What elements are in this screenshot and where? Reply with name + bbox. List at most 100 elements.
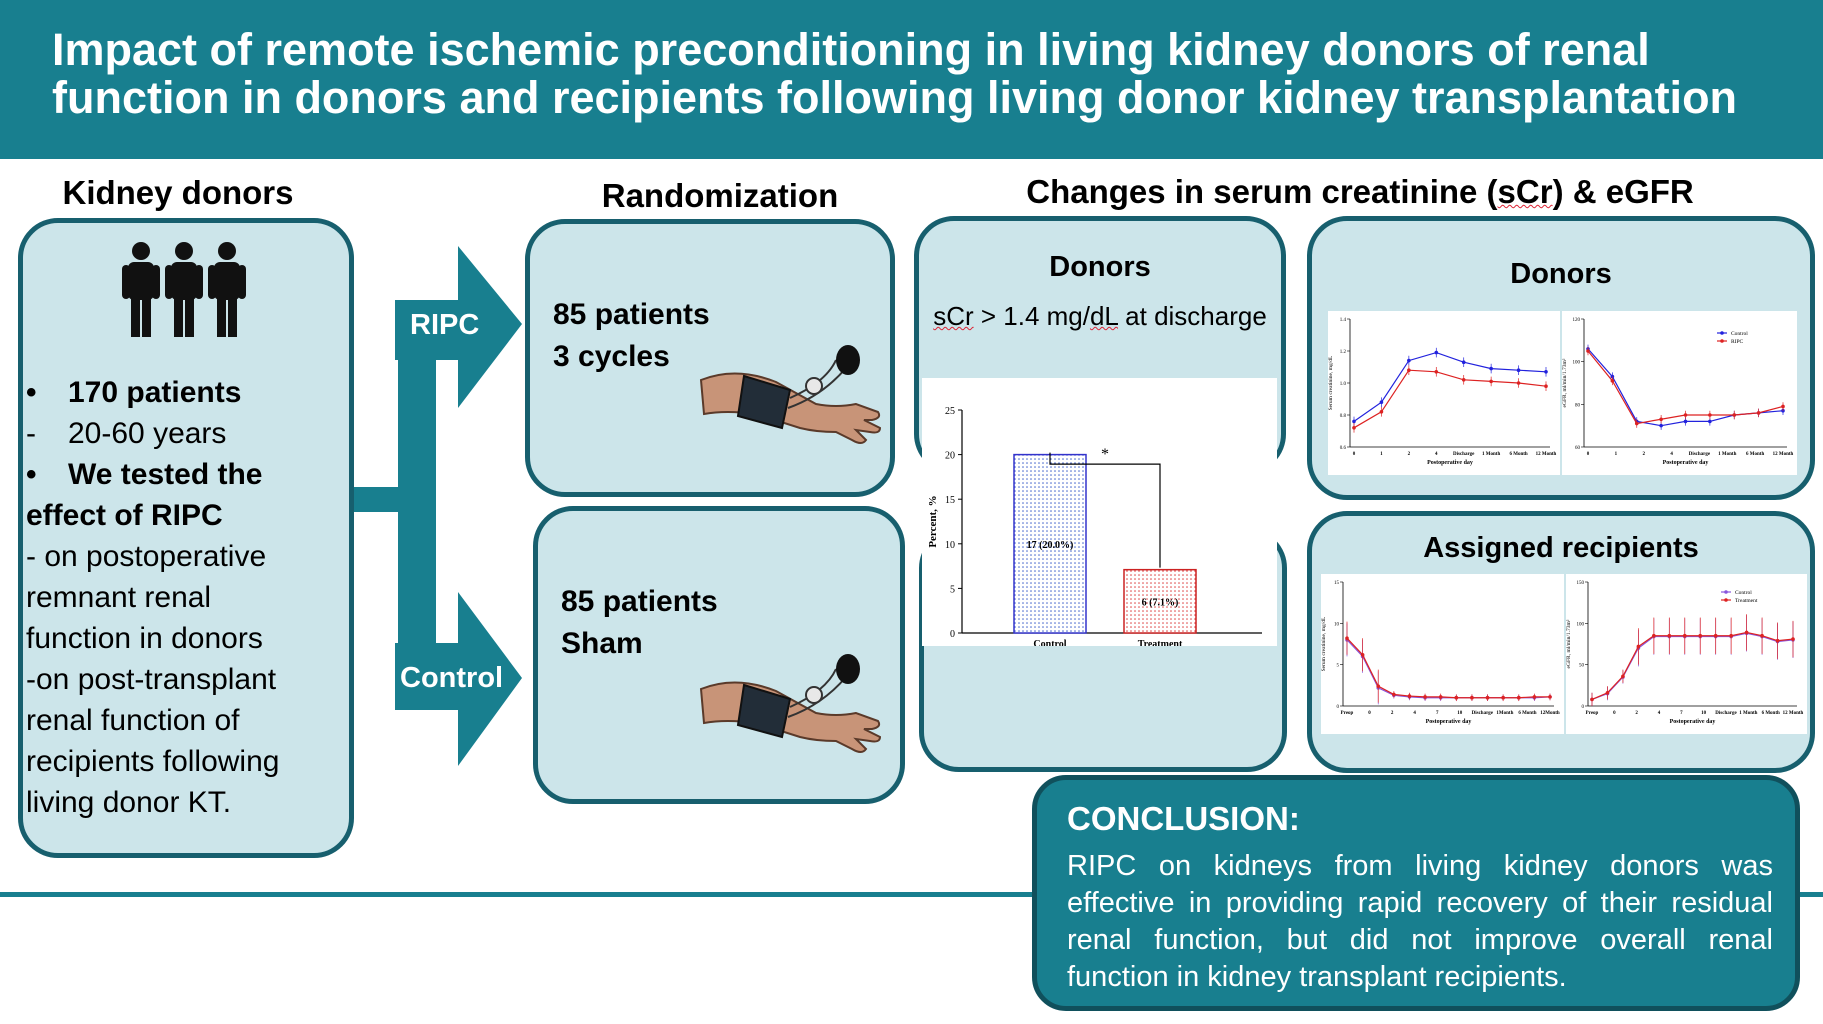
data-point-treatment — [1605, 690, 1610, 695]
data-point-control — [1781, 408, 1785, 413]
x-tick-label: Discharge — [1689, 452, 1711, 457]
series-line-treatment — [1346, 637, 1550, 699]
x-tick-label: 4 — [1670, 452, 1673, 457]
y-tick-label: 0.8 — [1340, 414, 1347, 419]
y-tick-label: 15 — [945, 495, 955, 506]
page-title: Impact of remote ischemic preconditionin… — [52, 24, 1738, 123]
x-tick-label: Discharge — [1715, 711, 1737, 716]
x-tick-label: 10 — [1701, 711, 1707, 716]
data-point-ripc — [1544, 384, 1548, 388]
data-point-ripc — [1634, 421, 1639, 426]
ripc-cycles: 3 cycles — [553, 340, 670, 373]
data-point-ripc — [1352, 426, 1356, 430]
data-point-treatment — [1698, 633, 1703, 638]
header-kidney-donors: Kidney donors — [62, 174, 294, 211]
y-tick-label: 120 — [1573, 318, 1581, 323]
data-point-treatment — [1360, 652, 1365, 657]
people-icon — [122, 242, 246, 337]
data-point-control — [1516, 368, 1521, 372]
data-point-control — [1434, 350, 1439, 355]
connector-trunk — [398, 360, 436, 643]
bar-value-label: 6 (7.1%) — [1142, 597, 1179, 608]
data-point-ripc — [1434, 370, 1439, 374]
series-line-ripc — [1353, 369, 1547, 429]
conclusion-box: CONCLUSION: RIPC on kidneys from living … — [1032, 775, 1800, 1011]
x-tick-label: Control — [1033, 639, 1066, 646]
x-tick-label: 12Month — [1540, 711, 1560, 716]
x-tick-label: 10 — [1457, 711, 1463, 716]
x-tick-label: 12 Month — [1773, 452, 1794, 457]
data-point-control — [1610, 374, 1615, 379]
x-tick-label: 12 Month — [1783, 711, 1804, 716]
series-line-control — [1353, 351, 1547, 422]
data-point-ripc — [1683, 413, 1688, 417]
header-randomization: Randomization — [601, 177, 839, 214]
data-point-ripc — [1781, 404, 1785, 409]
aim-detail-line: renal function of — [26, 704, 240, 737]
data-point-treatment — [1376, 684, 1381, 688]
data-point-treatment — [1454, 695, 1459, 700]
legend-marker — [1720, 339, 1724, 343]
data-point-treatment — [1407, 694, 1412, 698]
x-tick-label: 2 — [1635, 711, 1638, 716]
y-tick-label: 150 — [1577, 581, 1585, 586]
conclusion-body: RIPC on kidneys from living kidney donor… — [1067, 850, 1773, 993]
data-point-treatment — [1652, 633, 1656, 638]
data-point-treatment — [1621, 674, 1625, 679]
bar-treatment — [1123, 568, 1197, 634]
x-tick-label: 0 — [1587, 452, 1590, 457]
x-tick-label: 1Month — [1496, 711, 1513, 716]
data-point-treatment — [1744, 630, 1749, 635]
data-point-treatment — [1438, 695, 1443, 699]
data-point-treatment — [1423, 695, 1427, 699]
legend-label: Control — [1731, 331, 1748, 337]
y-tick-label: 1.4 — [1340, 318, 1347, 323]
data-point-ripc — [1708, 413, 1712, 417]
data-point-treatment — [1729, 633, 1733, 638]
x-tick-label: 1 Month — [1482, 452, 1500, 457]
legend-label: Control — [1735, 590, 1752, 596]
y-tick-label: 10 — [945, 540, 955, 551]
x-tick-label: 6 Month — [1509, 452, 1527, 457]
blood-pressure-cuff-icon — [699, 345, 882, 444]
data-point-treatment — [1345, 636, 1349, 641]
header-changes: Changes in serum creatinine (sCr) & eGFR — [1026, 173, 1694, 210]
data-point-control — [1683, 419, 1688, 424]
y-tick-label: 0 — [1582, 705, 1585, 710]
aim-detail-line: recipients following — [26, 745, 280, 778]
x-tick-label: 1 Month — [1718, 452, 1736, 457]
data-point-control — [1544, 370, 1548, 374]
y-tick-label: 60 — [1575, 446, 1581, 451]
x-axis-label: Postoperative day — [1670, 719, 1716, 725]
y-tick-label: 80 — [1575, 403, 1581, 408]
data-point-ripc — [1610, 379, 1615, 383]
x-tick-label: 0 — [1613, 711, 1616, 716]
x-tick-label: 0 — [1368, 711, 1371, 716]
x-tick-label: 4 — [1435, 452, 1438, 457]
y-tick-label: 25 — [945, 406, 955, 417]
conclusion-title: CONCLUSION: — [1067, 800, 1300, 837]
y-tick-label: 15 — [1334, 581, 1340, 586]
x-tick-label: Discharge — [1453, 452, 1475, 457]
y-tick-label: 5 — [950, 584, 955, 595]
data-point-control — [1352, 419, 1356, 424]
blood-pressure-cuff-icon — [699, 654, 882, 753]
x-tick-label: 7 — [1680, 711, 1683, 716]
donors-charts-title: Donors — [1510, 258, 1612, 290]
legend-label: Treatment — [1735, 598, 1758, 604]
ripc-arm-box: 85 patients 3 cycles — [525, 219, 895, 497]
legend-label: RIPC — [1731, 339, 1744, 345]
x-tick-label: 12 Month — [1536, 452, 1557, 457]
data-point-control — [1379, 400, 1384, 404]
data-point-treatment — [1501, 695, 1505, 700]
aim-detail-line: living donor KT. — [26, 786, 232, 819]
x-tick-label: 6 Month — [1746, 452, 1764, 457]
y-tick-label: 0 — [1337, 705, 1340, 710]
